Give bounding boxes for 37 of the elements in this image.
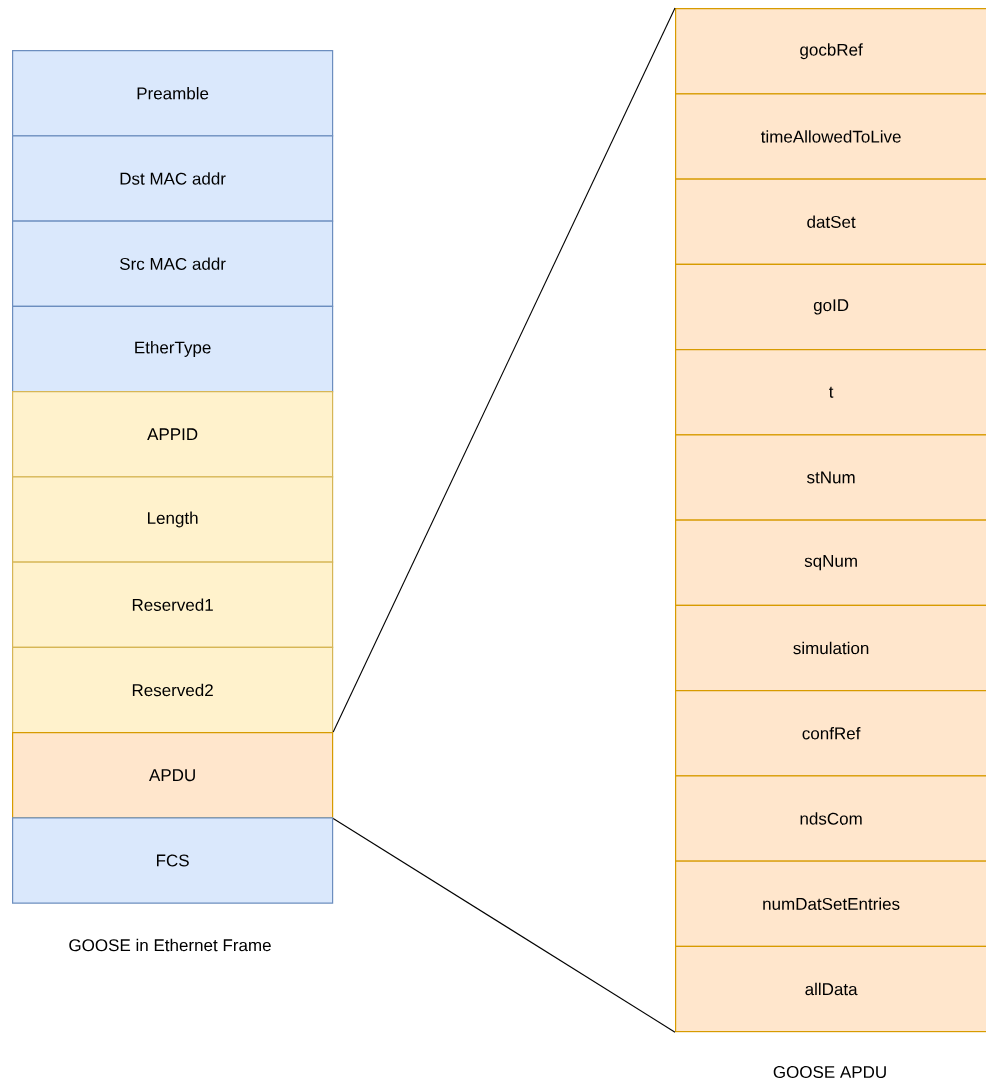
field-box: stNum [675, 434, 986, 521]
field-box: allData [675, 945, 986, 1033]
field-box: Src MAC addr [12, 220, 334, 307]
field-box: gocbRef [675, 8, 986, 95]
field-box: EtherType [12, 305, 334, 393]
field-box: confRef [675, 690, 986, 777]
node-label: stNum [807, 471, 855, 484]
field-box: timeAllowedToLive [675, 93, 986, 180]
connector-line [332, 817, 676, 1033]
field-box: Reserved2 [12, 646, 334, 734]
node-label: sqNum [804, 555, 857, 571]
field-box: FCS [12, 817, 334, 904]
field-box: numDatSetEntries [675, 860, 986, 947]
field-box: APDU [12, 732, 334, 819]
field-box: sqNum [675, 519, 986, 606]
node-label: datSet [807, 215, 856, 228]
node-label: numDatSetEntries [763, 897, 900, 910]
field-box: Length [12, 476, 334, 563]
field-box: simulation [675, 604, 986, 692]
node-label: ndsCom [800, 812, 862, 825]
field-box: Preamble [12, 50, 334, 137]
field-box: ndsCom [675, 775, 986, 862]
node-label: timeAllowedToLive [760, 130, 901, 143]
field-box: datSet [675, 178, 986, 265]
node-label: gocbRef [800, 43, 863, 60]
field-box: Reserved1 [12, 561, 334, 648]
caption: GOOSE in Ethernet Frame [69, 938, 271, 952]
field-box: t [675, 349, 986, 436]
field-box: APPID [12, 391, 334, 478]
field-box: Dst MAC addr [12, 135, 334, 222]
node-label: simulation [793, 641, 869, 655]
connector-line [332, 7, 676, 733]
field-box: goID [675, 263, 986, 351]
node-label: confRef [802, 726, 861, 740]
node-label: t [829, 386, 834, 398]
caption: GOOSE APDU [773, 1066, 886, 1078]
node-label: goID [813, 299, 849, 315]
